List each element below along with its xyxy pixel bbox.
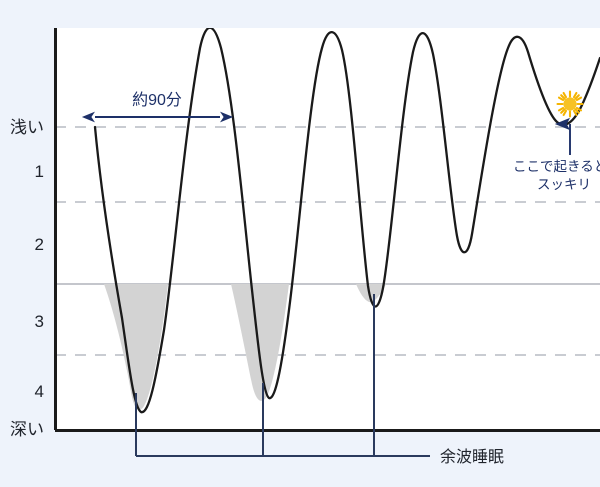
sleep-depth-curve: [93, 28, 600, 414]
cycle-duration-label: 約90分: [132, 91, 182, 109]
y-label-shallow: 浅い: [10, 118, 44, 137]
cycle-drop-lines: [135, 294, 375, 456]
slow-wave-bracket-label: 余波睡眠: [440, 447, 504, 466]
y-tick-label-1: 1: [35, 162, 44, 181]
wake-point-annotation: ここで起きると スッキリ: [513, 117, 600, 192]
shaded-region-cycle-1: [104, 284, 168, 410]
wake-point-label-line1: ここで起きると: [513, 159, 600, 174]
y-tick-label-4: 4: [35, 382, 44, 401]
y-label-deep: 深い: [10, 420, 44, 439]
y-tick-label-2: 2: [35, 235, 44, 254]
cycle-duration-annotation: 約90分: [81, 91, 234, 123]
y-axis-labels: 浅い 1 2 3 4 深い: [10, 118, 44, 439]
slow-wave-bracket: 余波睡眠: [136, 447, 504, 466]
slow-wave-shaded-regions: [104, 284, 386, 410]
sun-icon: [556, 90, 584, 118]
shaded-region-cycle-3: [356, 284, 386, 303]
shaded-region-cycle-2: [231, 284, 289, 401]
y-tick-label-3: 3: [35, 312, 44, 331]
wake-point-label-line2: スッキリ: [537, 177, 591, 192]
sleep-curve-path: [93, 28, 600, 414]
